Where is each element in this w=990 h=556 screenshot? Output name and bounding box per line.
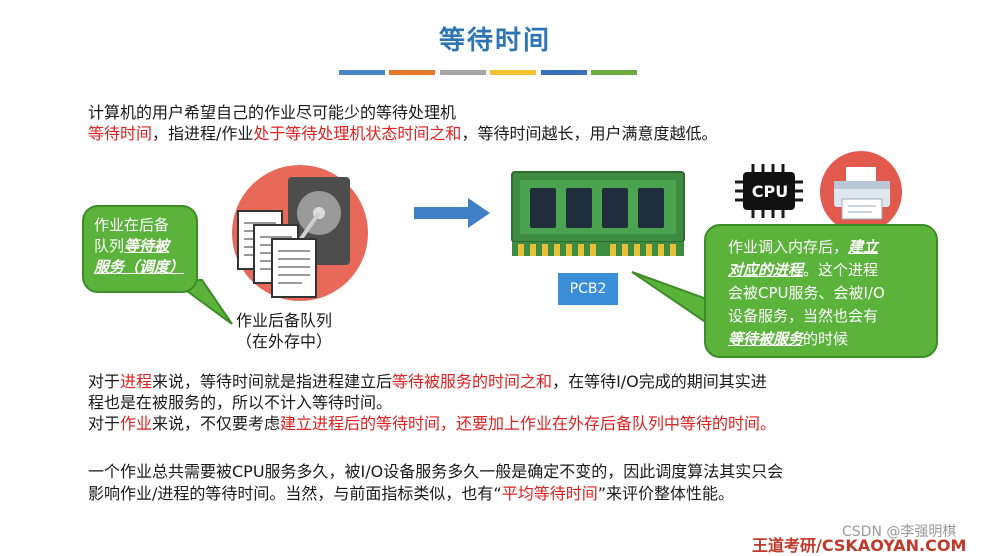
- job-queue-illustration: [232, 165, 368, 301]
- pcb-label: PCB2: [558, 273, 618, 305]
- memory-module-icon: [511, 171, 685, 256]
- page-title: 等待时间: [438, 26, 551, 56]
- process-para-line-1: 对于进程来说，等待时间就是指进程建立后等待被服务的时间之和，在等待I/O完成的期…: [88, 372, 767, 391]
- queue-caption: 作业后备队列 （在外存中）: [235, 311, 332, 351]
- intro-line-2: 等待时间，指进程/作业处于等待处理机状态时间之和，等待时间越长，用户满意度越低。: [88, 124, 718, 143]
- deco-bar-6: [591, 70, 637, 75]
- cpu-chip-icon: [735, 164, 803, 218]
- csdn-watermark: CSDN @李强明棋: [842, 524, 957, 540]
- job-para: 对于作业来说，不仅要考虑建立进程后的等待时间，还要加上作业在外存后备队列中等待的…: [88, 414, 777, 433]
- deco-bar-5: [541, 70, 587, 75]
- deco-bar-4: [490, 70, 536, 75]
- process-para-line-2: 程也是在被服务的，所以不计入等待时间。: [88, 393, 393, 412]
- document-stack-icon: [237, 210, 317, 298]
- footer-brand: 王道考研/CSKAOYAN.COM: [752, 536, 967, 555]
- final-para-line-1: 一个作业总共需要被CPU服务多久，被I/O设备服务多久一般是确定不变的，因此调度…: [88, 462, 784, 481]
- printer-icon: [820, 151, 902, 233]
- deco-bar-3: [440, 70, 486, 75]
- deco-bar-2: [389, 70, 435, 75]
- right-arrow-icon: [414, 198, 490, 228]
- definition-highlight: 处于等待处理机状态时间之和: [253, 124, 462, 143]
- term-waiting-time: 等待时间: [88, 124, 153, 143]
- intro-line-1: 计算机的用户希望自己的作业尽可能少的等待处理机: [88, 103, 457, 122]
- deco-bar-1: [339, 70, 385, 75]
- final-para-line-2: 影响作业/进程的等待时间。当然，与前面指标类似，也有“平均等待时间”来评价整体性…: [88, 484, 734, 503]
- cpu-label: CPU: [751, 182, 789, 201]
